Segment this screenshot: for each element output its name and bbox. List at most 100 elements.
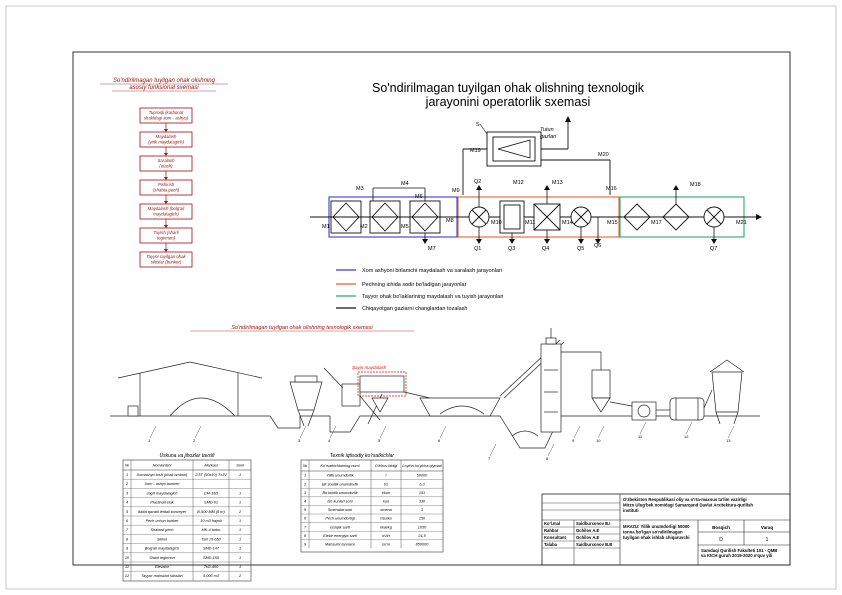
- label-m12: M12: [513, 180, 524, 186]
- tech-scheme-title: So'ndirilmagan tuyilgan ohak olishning t…: [231, 325, 373, 331]
- table-cell: Tayyor mahsulot siloslari: [141, 574, 183, 578]
- tech-item-number: 12: [684, 434, 689, 439]
- sheet-label: Varaq: [761, 525, 774, 530]
- title-block-role: Ko'l.mal: [544, 521, 560, 526]
- block-step-text: Saralash: [158, 158, 176, 163]
- table-cell: Pech uchun bunker: [146, 519, 179, 523]
- table-cell: 1: [239, 519, 241, 523]
- block-step-text: siloslar (bunker): [151, 260, 182, 265]
- table-cell: 10: [125, 556, 130, 560]
- table-cell: 3: [421, 508, 424, 512]
- table-cell: 11: [125, 565, 129, 569]
- label-m2: M2: [360, 224, 368, 230]
- table-cell: Xomashyo tosh (ohak ombori): [136, 473, 188, 477]
- table-cell: 1050: [418, 525, 427, 529]
- table-cell: Siklon: [157, 537, 167, 541]
- block-step-text: tegirmon): [157, 236, 176, 241]
- table-cell: 1: [304, 474, 306, 478]
- table-cell: kun: [383, 500, 389, 504]
- label-m9: M9: [452, 188, 460, 194]
- table-cell: CM-16D: [204, 491, 218, 495]
- legend: Xom ashyoni birlamchi maydalash va saral…: [336, 268, 503, 312]
- table-cell: 2: [125, 482, 129, 486]
- exhaust-label-2: gazlari: [540, 134, 557, 140]
- tech-item-number: 10: [596, 438, 601, 443]
- table-cell: 3: [126, 491, 129, 495]
- drawing-frame: [72, 51, 791, 566]
- table-header-cell: Soni: [236, 464, 244, 468]
- table-cell: 6: [126, 519, 129, 523]
- tech-item-number: 5: [378, 438, 381, 443]
- crusher-label: Şayin maydalash: [352, 365, 387, 370]
- label-m5: M5: [401, 224, 409, 230]
- outer-border: [5, 5, 837, 590]
- label-q6: Q6: [594, 243, 601, 249]
- tech-item-number: 7: [488, 456, 491, 461]
- label-q1: Q1: [474, 246, 481, 252]
- tech-item-number: 9: [572, 438, 575, 443]
- table-cell: 1: [126, 473, 128, 477]
- table-cell: 4: [126, 501, 128, 505]
- table-cell: Ish kunlari soni: [327, 500, 352, 504]
- table-cell: SMD-155: [203, 556, 220, 560]
- title-line-2: jarayonini operatorlik sxemasi: [425, 95, 591, 109]
- table-header-cell: Markasi: [204, 464, 217, 468]
- table-cell: 5,000 m3: [203, 574, 220, 578]
- block-scheme: So'ndirilmagan tuyilgan ohak olishning a…: [100, 78, 228, 268]
- title-block-role: Konsultant: [544, 535, 566, 540]
- label-m3: M3: [356, 186, 364, 192]
- table-cell: MK-4 turbo: [202, 528, 221, 532]
- table-header-cell: №: [125, 464, 129, 468]
- legend-item-orange: Pechning ichida sodir bo'ladigan jarayon…: [362, 282, 467, 288]
- label-m13: M13: [552, 180, 563, 186]
- table-cell: B-500 MM (8 m): [197, 510, 225, 514]
- table-cell: Smenalar soni: [328, 508, 352, 512]
- table-header-cell: O'lchov birligi: [375, 464, 398, 468]
- table-cell: 6,3: [419, 482, 425, 486]
- block-step-text: Tuproqli (karbonat: [149, 110, 184, 115]
- block-step-text: Pishirish: [158, 182, 175, 187]
- tech-item-number: 4: [328, 438, 331, 443]
- label-m21: M21: [736, 220, 747, 226]
- block-step-text: (yirik maydalagich): [148, 140, 184, 145]
- label-q2: Q2: [474, 179, 481, 185]
- table-cell: 10 m3 hajmli: [200, 519, 222, 523]
- label-m8: M8: [446, 218, 454, 224]
- table-cell: 2: [238, 510, 242, 514]
- block-step-text: Maydalash: [156, 134, 177, 139]
- tech-item-number: 13: [726, 438, 731, 443]
- table-cell: 9: [126, 547, 129, 551]
- label-m4: M4: [401, 181, 409, 187]
- table-cell: 330: [419, 500, 426, 504]
- table-cell: Bolg'ali maydalagich: [145, 547, 180, 551]
- legend-item-blue: Xom ashyoni birlamchi maydalash va saral…: [362, 268, 502, 274]
- title-block-person: Saidburxonov B.B: [576, 542, 612, 547]
- table-cell: 1: [239, 491, 241, 495]
- label-m10: M10: [491, 220, 502, 226]
- tech-item-number: 3: [298, 438, 301, 443]
- block-step-text: Tuyish (sharli: [153, 230, 179, 235]
- table-cell: 850000: [416, 543, 430, 547]
- table-cell: Issiqlik sarfi: [330, 525, 350, 529]
- label-m19: M19: [470, 148, 481, 154]
- tech-item-number: 11: [638, 434, 643, 439]
- project-subject: MAVZU: Yillik unumdorligi 50000 tonna bo…: [623, 524, 691, 540]
- table-cell: SMD-147: [203, 547, 220, 551]
- label-q7: Q7: [710, 246, 717, 252]
- title-block: O'zbekiston Respublikasi oliy va o'rta-m…: [541, 493, 791, 566]
- faculty-info: Samdaqi Qurilish Fakulteti 101 - QMB va …: [701, 548, 779, 558]
- table-cell: TsN 15-650: [201, 537, 221, 541]
- label-m15: M15: [607, 220, 618, 226]
- title-line-1: So'ndirilmagan tuyilgan ohak olishning t…: [372, 81, 645, 95]
- table-cell: 2.5T (50x10) TxJV: [194, 473, 227, 477]
- label-q5: Q5: [577, 246, 584, 252]
- table-cell: smena: [380, 508, 391, 512]
- table-cell: kkal/kg: [380, 525, 393, 529]
- table-cell: 1: [239, 537, 241, 541]
- table-header-cell: Ko'rsatkichlarning nomi: [320, 464, 359, 468]
- label-m7: M7: [428, 246, 436, 252]
- table-cell: 3: [304, 491, 307, 495]
- table-cell: 2: [238, 574, 242, 578]
- tech-item-number: 6: [438, 438, 441, 443]
